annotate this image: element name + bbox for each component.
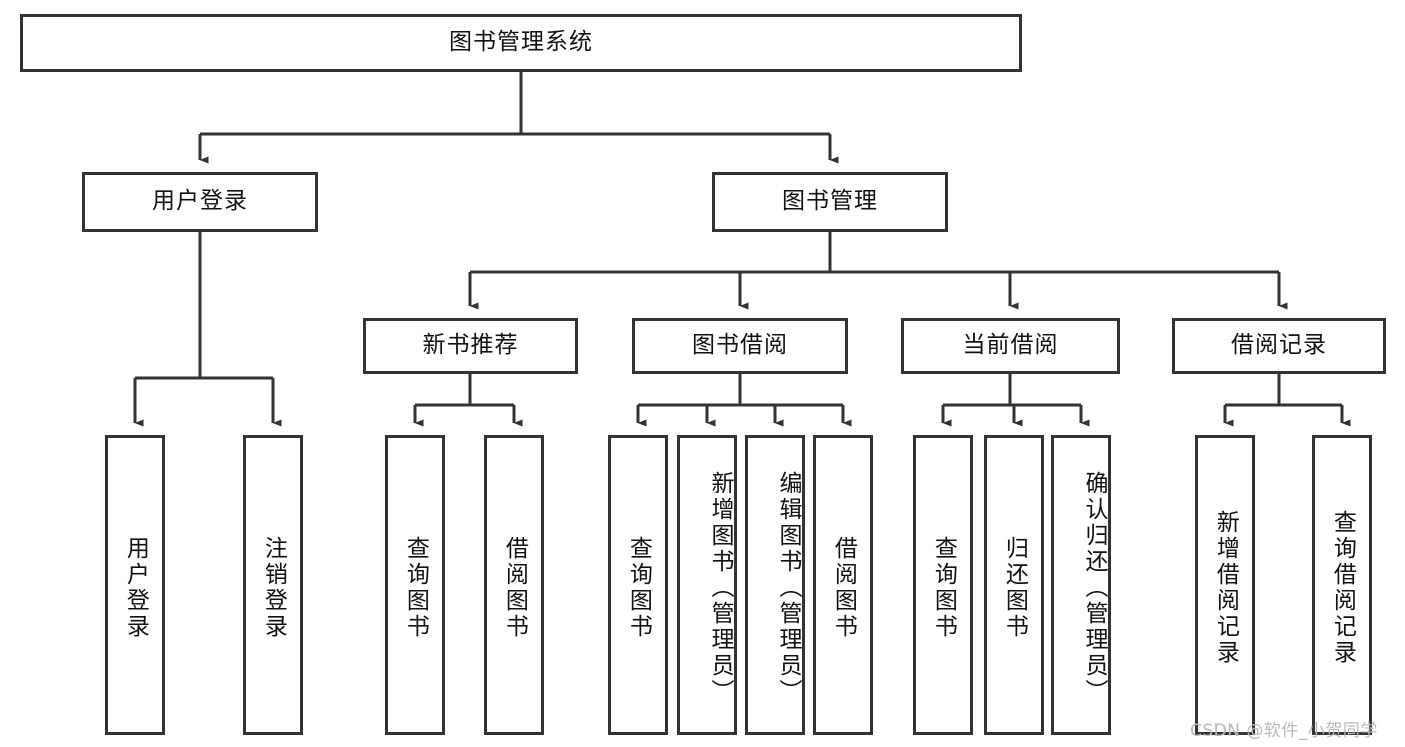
node-leaf-query-book-recommend[interactable]: 查询图书 [385, 435, 445, 735]
node-book-borrow[interactable]: 图书借阅 [632, 318, 848, 374]
node-leaf-add-book-admin[interactable]: 新增图书（管理员） [677, 435, 737, 735]
node-leaf-add-borrow-record[interactable]: 新增借阅记录 [1195, 435, 1255, 735]
node-leaf-edit-book-admin[interactable]: 编辑图书（管理员） [745, 435, 805, 735]
node-new-book-recommend[interactable]: 新书推荐 [363, 318, 578, 374]
csdn-watermark: CSDN @软件_小贺同学 [1190, 721, 1378, 741]
node-leaf-query-borrow-record[interactable]: 查询借阅记录 [1312, 435, 1372, 735]
node-leaf-query-book-borrow[interactable]: 查询图书 [608, 435, 668, 735]
node-root[interactable]: 图书管理系统 [20, 14, 1022, 72]
node-current-borrow[interactable]: 当前借阅 [901, 318, 1120, 374]
node-leaf-logout-login[interactable]: 注销登录 [243, 435, 303, 735]
node-leaf-return-book[interactable]: 归还图书 [984, 435, 1044, 735]
node-leaf-confirm-return-admin[interactable]: 确认归还（管理员） [1051, 435, 1111, 735]
node-borrow-record[interactable]: 借阅记录 [1172, 318, 1386, 374]
node-user-login[interactable]: 用户登录 [82, 172, 318, 232]
node-book-management[interactable]: 图书管理 [712, 172, 948, 232]
node-leaf-query-book-current[interactable]: 查询图书 [913, 435, 973, 735]
node-leaf-borrow-book[interactable]: 借阅图书 [813, 435, 873, 735]
node-leaf-borrow-book-recommend[interactable]: 借阅图书 [484, 435, 544, 735]
node-leaf-user-login[interactable]: 用户登录 [105, 435, 165, 735]
